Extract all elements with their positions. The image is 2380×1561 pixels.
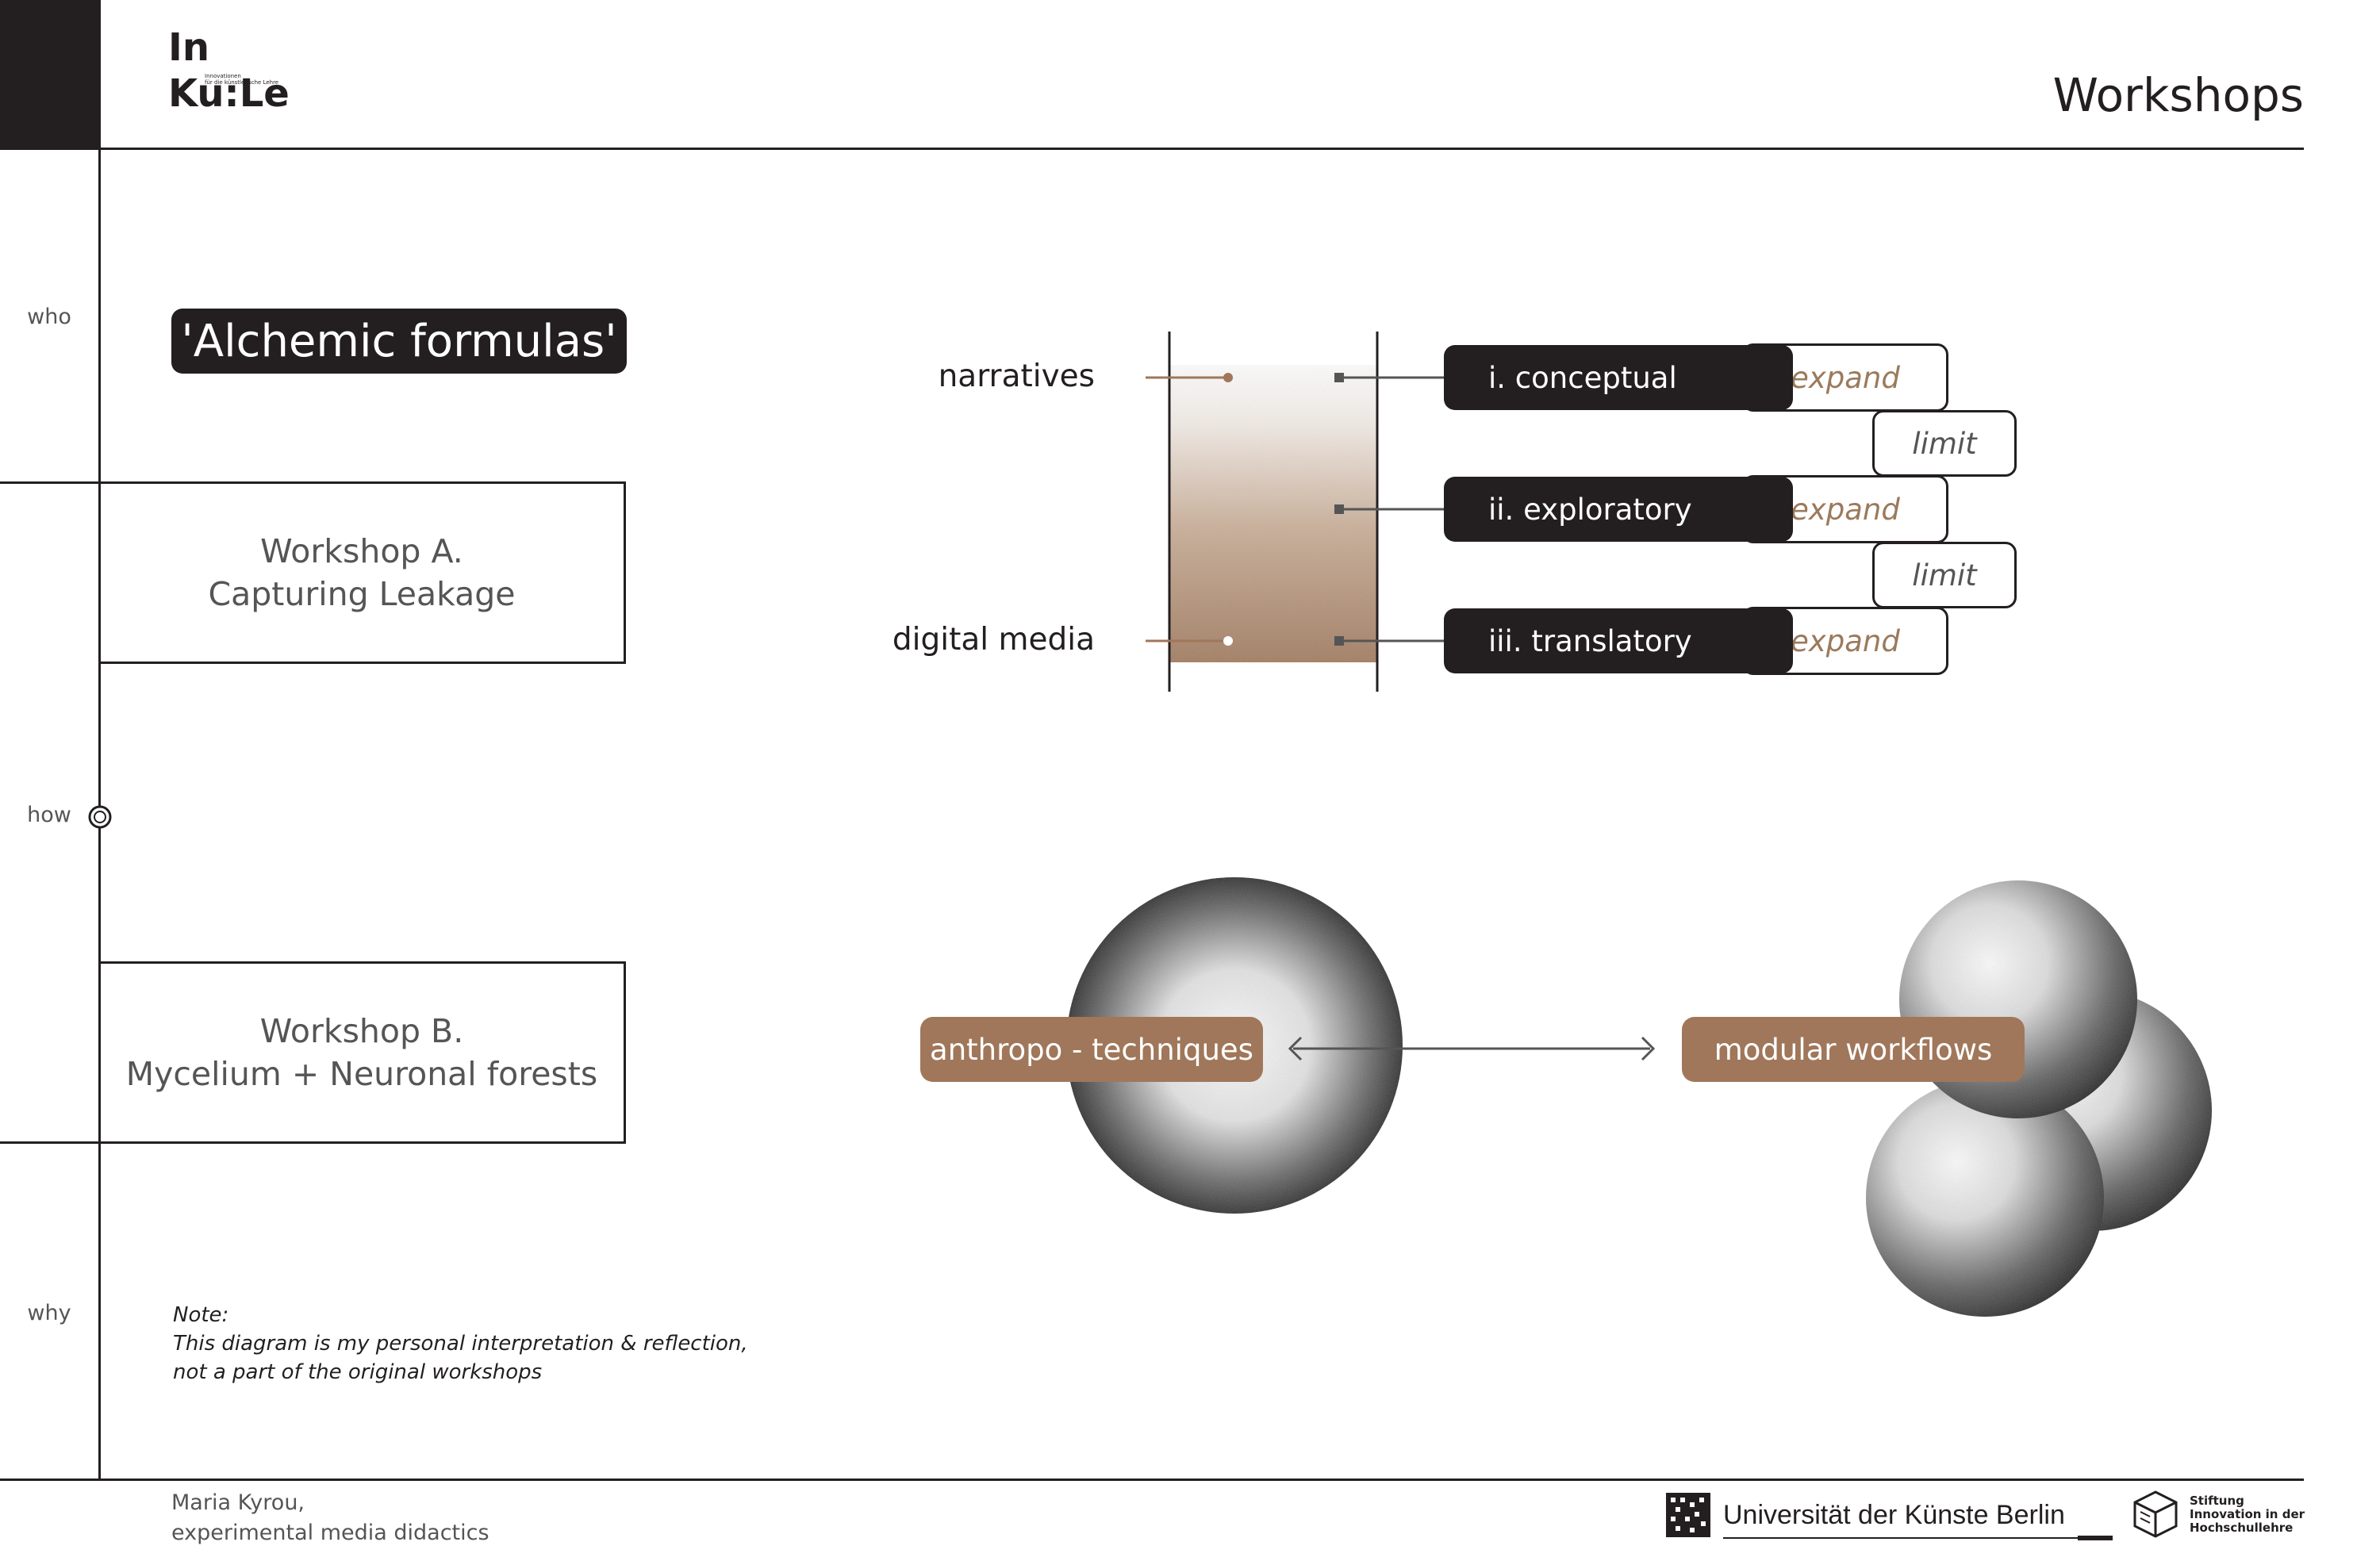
note: Note: This diagram is my personal interp… [173,1301,748,1386]
limit-pill-1: limit [1872,410,2017,477]
stage-exploratory: ii. exploratory [1444,477,1793,542]
spheres-diagram [1066,877,2212,1317]
udk-underline [1723,1536,2113,1539]
note-line-1: This diagram is my personal interpretati… [173,1332,748,1356]
page-title: Workshops [2052,68,2304,122]
axis-label-digital-media: digital media [892,622,1095,658]
inkule-logo: In Innovationen für die künstlerische Le… [168,25,290,124]
workshop-b-box: Workshop B. Mycelium + Neuronal forests [100,961,626,1144]
foundation-line-1: Stiftung [2190,1493,2244,1508]
workshop-a-title: Workshop A. [260,532,463,570]
foundation-line-3: Hochschullehre [2190,1520,2294,1535]
note-line-2: not a part of the original workshops [173,1360,543,1384]
workshop-a-subtitle: Capturing Leakage [208,575,516,613]
side-label-how: how [27,803,71,827]
author-credit: Maria Kyrou, experimental media didactic… [171,1488,489,1548]
logo-in: In [168,25,210,70]
header-divider [0,148,2304,150]
section-divider-who [0,481,101,484]
alchemic-formulas-title: 'Alchemic formulas' [171,309,627,374]
node-modular-workflows: modular workflows [1682,1017,2025,1082]
workshop-a-box: Workshop A. Capturing Leakage [100,481,626,664]
limit-pill-2: limit [1872,542,2017,608]
udk-underline-accent [2077,1535,2113,1540]
logo-tagline-1: Innovationen [205,73,241,79]
section-divider-why [0,1141,101,1144]
narrative-media-gradient [1146,332,1444,692]
note-heading: Note: [173,1303,229,1327]
university-name: Universität der Künste Berlin [1723,1499,2065,1530]
side-label-why: why [27,1301,71,1325]
stiftung-logo: Stiftung Innovation in der Hochschullehr… [2132,1490,2305,1539]
logo-tagline-2: für die künstlerische Lehre [205,79,279,86]
stage-translatory: iii. translatory [1444,608,1793,673]
timeline-marker-icon [88,805,112,829]
stiftung-cube-icon [2133,1490,2178,1538]
axis-label-narratives: narratives [938,359,1095,394]
header-corner-block [0,0,101,149]
foundation-line-2: Innovation in der [2190,1506,2305,1521]
footer-divider [0,1479,2304,1481]
workshop-b-title: Workshop B. [259,1012,464,1050]
node-anthropo-techniques: anthropo - techniques [920,1017,1263,1082]
author-name: Maria Kyrou, [171,1490,305,1515]
side-label-who: who [27,305,71,329]
udk-logo: Universität der Künste Berlin [1666,1490,2113,1540]
author-role: experimental media didactics [171,1521,489,1545]
stage-conceptual: i. conceptual [1444,345,1793,410]
logo-kule: Ku:Le [168,71,290,116]
udk-grid-icon [1666,1493,1710,1537]
workshop-b-subtitle: Mycelium + Neuronal forests [125,1055,598,1093]
